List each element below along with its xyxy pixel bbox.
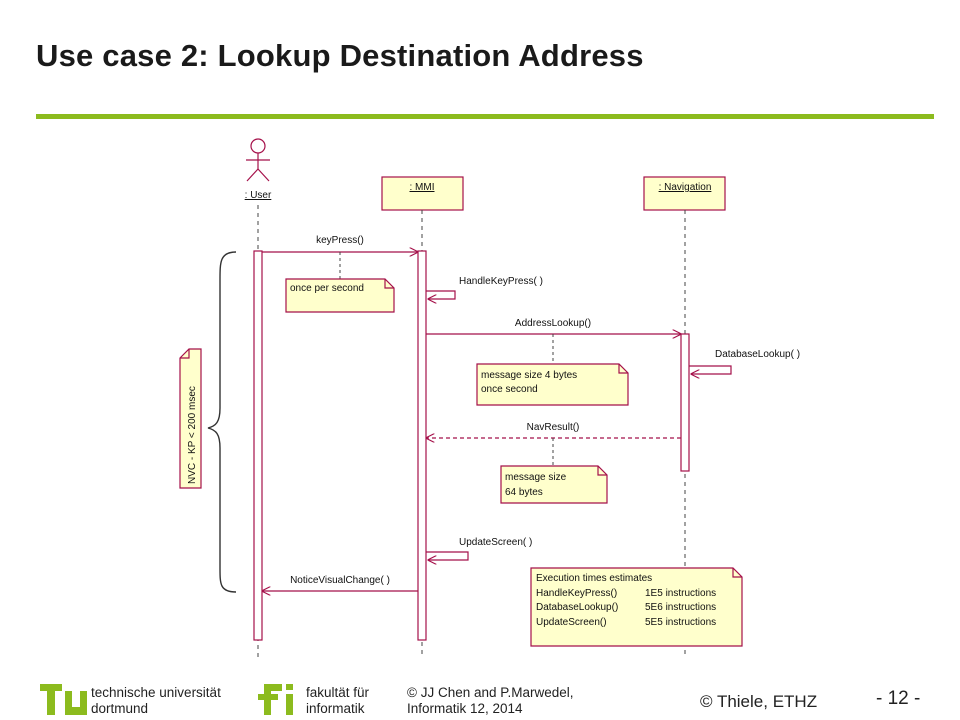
nav-result-label: NavResult()	[527, 422, 580, 433]
footer-credit-line2: Informatik 12, 2014	[407, 701, 523, 716]
update-screen-self-arrow	[426, 551, 469, 560]
slide-title: Use case 2: Lookup Destination Address	[36, 38, 644, 73]
footer-credit-line1: © JJ Chen and P.Marwedel,	[407, 685, 574, 700]
mmi-object-box	[381, 176, 464, 211]
execution-row-value: 5E5 instructions	[645, 617, 716, 628]
notice-visual-change-label: NoticeVisualChange( )	[290, 575, 390, 586]
note-once-per-second: once per second	[285, 278, 395, 313]
note-64-bytes-line1: message size	[505, 472, 567, 483]
user-actor-icon	[246, 138, 270, 182]
navigation-activation-bar	[680, 333, 690, 472]
footer-university: technische universität dortmund	[91, 685, 221, 717]
keypress-label: keyPress()	[316, 235, 364, 246]
footer-university-line1: technische universität	[91, 685, 221, 700]
footer-faculty-line1: fakultät für	[306, 685, 370, 700]
footer-copyright: © Thiele, ETHZ	[700, 692, 818, 711]
note-message-size-64-bytes: message size 64 bytes	[500, 465, 608, 504]
footer-faculty: fakultät für informatik	[306, 685, 369, 717]
handle-keypress-label: HandleKeyPress( )	[459, 276, 543, 287]
database-lookup-label: DatabaseLookup( )	[715, 349, 800, 360]
footer-university-line2: dortmund	[91, 701, 149, 716]
execution-times-title: Execution times estimates	[536, 573, 652, 584]
constraint-curly-brace	[207, 251, 237, 593]
mmi-lifeline-label: : MMI	[410, 182, 435, 193]
note-message-size-4-bytes: message size 4 bytes once second	[476, 363, 629, 406]
title-divider	[36, 114, 934, 119]
execution-row-value: 5E6 instructions	[645, 602, 716, 613]
note-4-bytes-line2: once second	[481, 384, 538, 395]
execution-row-name: UpdateScreen()	[536, 617, 607, 628]
update-screen-label: UpdateScreen( )	[459, 537, 532, 548]
handle-keypress-self-arrow	[426, 290, 456, 299]
user-activation-bar	[253, 250, 263, 641]
page-number: - 12 -	[876, 688, 921, 709]
execution-row-name: DatabaseLookup()	[536, 602, 618, 613]
footer-credit: © JJ Chen and P.Marwedel, Informatik 12,…	[407, 685, 574, 717]
address-lookup-label: AddressLookup()	[515, 318, 591, 329]
note-64-bytes-line2: 64 bytes	[505, 487, 543, 498]
note-timing-constraint: NVC - KP < 200 msec	[179, 348, 202, 489]
fi-logo-icon	[258, 684, 293, 715]
user-lifeline-label: : User	[245, 190, 272, 201]
note-execution-times: Execution times estimates HandleKeyPress…	[530, 567, 743, 647]
execution-row-name: HandleKeyPress()	[536, 588, 617, 599]
database-lookup-self-arrow	[689, 365, 732, 374]
navigation-lifeline-label: : Navigation	[659, 182, 712, 193]
footer-faculty-line2: informatik	[306, 701, 365, 716]
note-once-per-second-text: once per second	[290, 283, 364, 294]
execution-row-value: 1E5 instructions	[645, 588, 716, 599]
mmi-activation-bar	[417, 250, 427, 641]
tu-logo-icon	[40, 684, 87, 715]
note-4-bytes-line1: message size 4 bytes	[481, 370, 577, 381]
constraint-text: NVC - KP < 200 msec	[187, 386, 198, 484]
